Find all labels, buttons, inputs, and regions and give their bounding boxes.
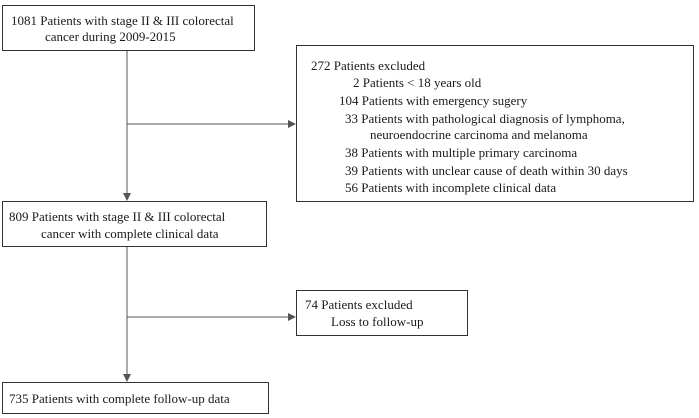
exclusion-1-item: 56 Patients with incomplete clinical dat… xyxy=(345,180,557,195)
complete-clinical-line2: cancer with complete clinical data xyxy=(41,226,219,241)
exclusion-1-item: 104 Patients with emergency sugery xyxy=(339,93,528,108)
final-cohort-line1: 735 Patients with complete follow-up dat… xyxy=(9,391,230,406)
initial-cohort-box: 1081 Patients with stage II & III colore… xyxy=(2,5,255,51)
exclusion-1-title: 272 Patients excluded xyxy=(311,58,426,73)
exclusion-1-item: neuroendocrine carcinoma and melanoma xyxy=(370,127,588,142)
exclusion-1-item: 2 Patients < 18 years old xyxy=(353,75,482,90)
exclusion-box-1: 272 Patients excluded 2 Patients < 18 ye… xyxy=(296,45,694,202)
exclusion-box-2: 74 Patients excluded Loss to follow-up xyxy=(296,290,468,336)
exclusion-2-reason: Loss to follow-up xyxy=(331,314,424,329)
exclusion-1-item: 38 Patients with multiple primary carcin… xyxy=(345,145,578,160)
initial-cohort-line1: 1081 Patients with stage II & III colore… xyxy=(11,13,234,28)
complete-clinical-line1: 809 Patients with stage II & III colorec… xyxy=(9,209,226,224)
complete-clinical-box: 809 Patients with stage II & III colorec… xyxy=(2,201,267,247)
exclusion-1-item: 39 Patients with unclear cause of death … xyxy=(345,163,628,178)
final-cohort-box: 735 Patients with complete follow-up dat… xyxy=(2,382,269,414)
exclusion-2-title: 74 Patients excluded xyxy=(305,297,413,312)
initial-cohort-line2: cancer during 2009-2015 xyxy=(45,29,176,44)
exclusion-1-item: 33 Patients with pathological diagnosis … xyxy=(345,111,625,126)
